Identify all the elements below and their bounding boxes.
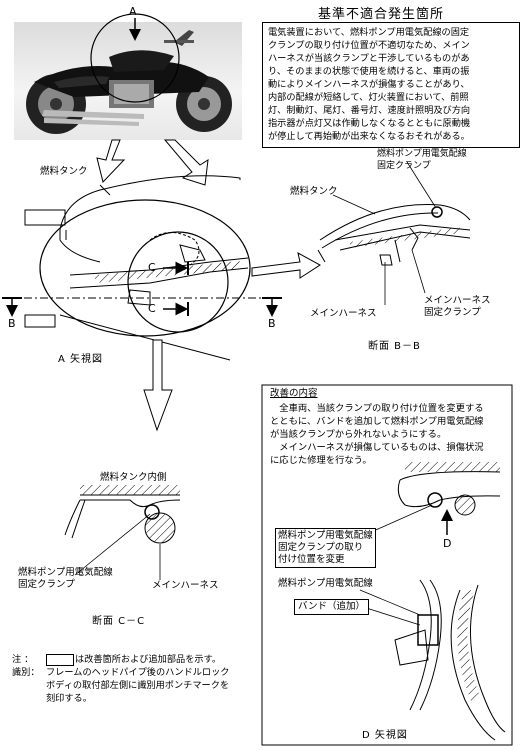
improvement-upper-drawing bbox=[359, 462, 501, 538]
view-d-label: D bbox=[443, 537, 452, 550]
changed-clamp-label: 燃料ポンプ用電気配線 固定クランプの取り 付け位置を変更 bbox=[275, 528, 376, 568]
id-prefix: 識別： bbox=[12, 667, 40, 678]
view-a-circle bbox=[90, 13, 180, 103]
section-b-label-left: B bbox=[8, 317, 16, 330]
section-cc-drawing bbox=[64, 485, 181, 580]
cc-main-harness-label: メインハーネス bbox=[152, 580, 219, 591]
section-c-markers bbox=[163, 261, 189, 316]
improvement-lower-drawing bbox=[359, 579, 506, 741]
improvement-box bbox=[261, 384, 513, 746]
arrow-to-section-bb bbox=[251, 252, 321, 279]
detail-ellipse bbox=[39, 199, 251, 337]
section-bb-caption: 断面 B－B bbox=[368, 341, 421, 352]
view-a-label: A bbox=[129, 5, 137, 18]
bb-harness-clamp-label: メインハーネス 固定クランプ bbox=[424, 295, 491, 318]
bb-main-harness-label: メインハーネス bbox=[310, 308, 377, 319]
wiring-label: 燃料ポンプ用電気配線 bbox=[278, 578, 373, 589]
section-bb-drawing bbox=[317, 161, 471, 305]
id-line-3: 刻印する。 bbox=[46, 693, 92, 704]
improvement-body: 全車両、当該クランプの取り付け位置を変更する とともに、バンドを追加して燃料ポン… bbox=[270, 403, 484, 466]
section-c-circle bbox=[127, 231, 229, 333]
fuel-tank-outline bbox=[24, 175, 241, 361]
section-c-label-lower: C bbox=[148, 302, 156, 315]
page-title: 基準不適合発生箇所 bbox=[318, 7, 445, 22]
section-c-label-upper: C bbox=[148, 261, 156, 274]
cc-tank-inner-label: 燃料タンク内側 bbox=[100, 472, 167, 483]
id-line-1: フレームのヘッドパイプ後のハンドルロック bbox=[46, 667, 230, 678]
cc-clamp-label: 燃料ポンプ用電気配線 固定クランプ bbox=[18, 567, 113, 590]
zoom-arrows bbox=[96, 139, 209, 186]
bb-fuel-tank-label: 燃料タンク bbox=[290, 186, 338, 197]
fuel-tank-label: 燃料タンク bbox=[40, 166, 88, 177]
motorcycle-photo bbox=[14, 22, 242, 140]
main-view-caption: A 矢視図 bbox=[58, 354, 104, 365]
id-line-2: ボディの取付部左側に識別用ポンチマークを bbox=[46, 680, 230, 691]
harness-drawing bbox=[69, 232, 249, 306]
bb-clamp-label: 燃料ポンプ用電気配線 固定クランプ bbox=[377, 149, 467, 171]
band-label: バンド（追加） bbox=[294, 599, 369, 615]
note-text: は改善箇所および追加部品を示す。 bbox=[75, 654, 222, 665]
improvement-heading: 改善の内容 bbox=[270, 388, 318, 399]
view-d-caption: D 矢視図 bbox=[362, 730, 408, 741]
legend-box-icon bbox=[46, 654, 74, 666]
arrow-to-section-cc bbox=[143, 339, 173, 432]
note-prefix: 注 ： bbox=[12, 654, 34, 665]
section-b-label-right: B bbox=[268, 317, 276, 330]
section-b-line bbox=[2, 297, 282, 317]
section-cc-caption: 断面 C－C bbox=[92, 616, 146, 627]
